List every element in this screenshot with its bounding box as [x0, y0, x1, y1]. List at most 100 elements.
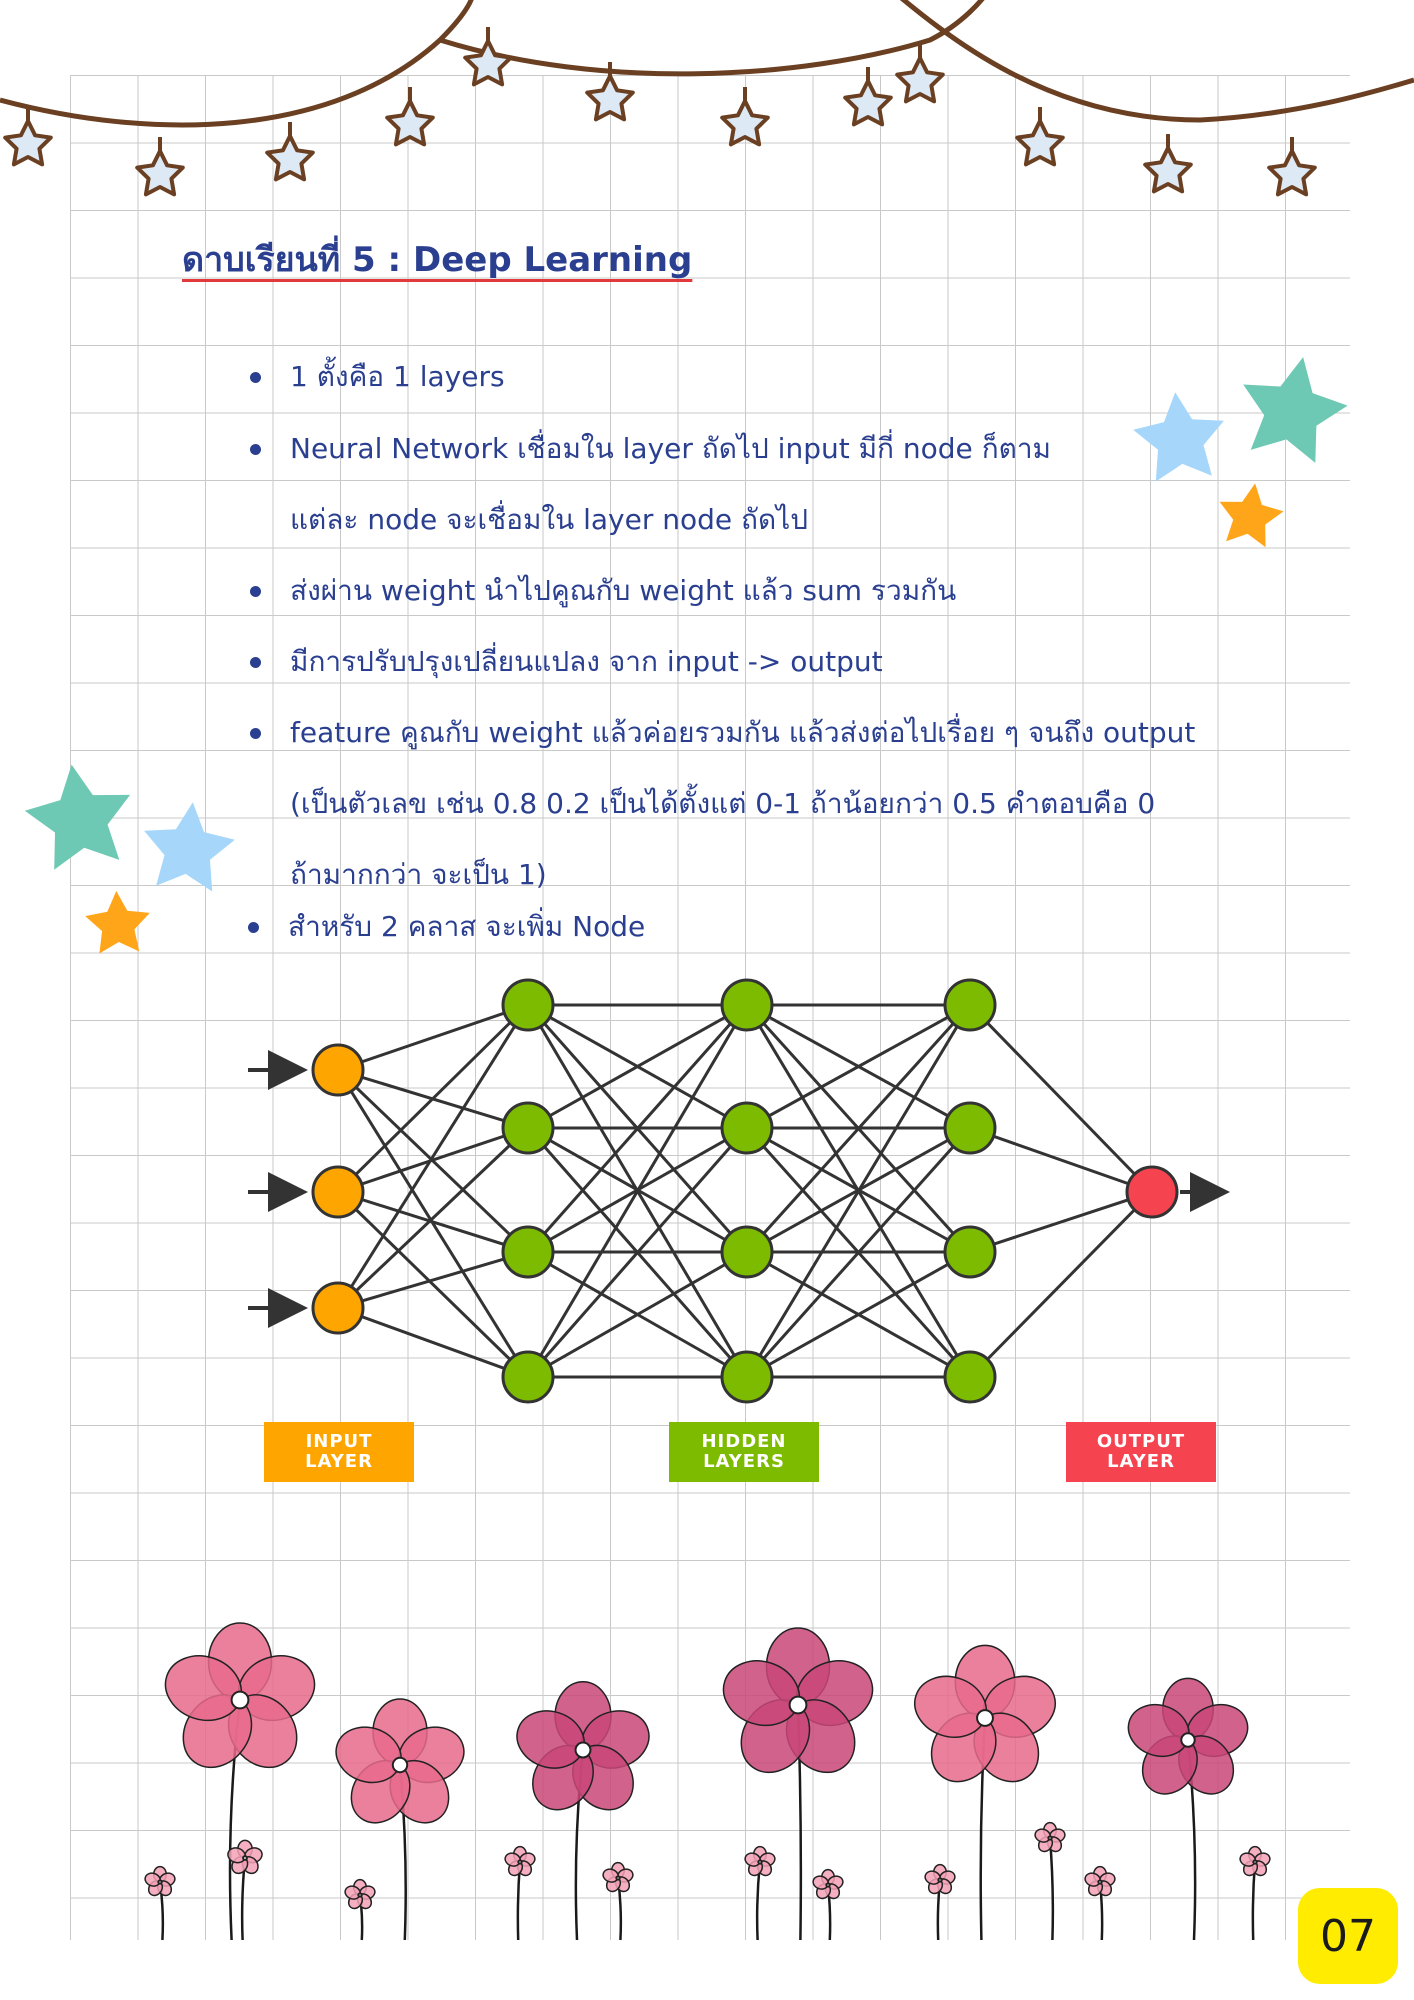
- hidden-node: [943, 978, 997, 1032]
- hidden-node: [720, 1350, 774, 1404]
- flower-center: [788, 1695, 808, 1715]
- output-node: [1125, 1165, 1179, 1219]
- input-layer-label: INPUT LAYER: [264, 1422, 414, 1482]
- flower-center: [1180, 1732, 1196, 1748]
- bullet-2-line-1: Neural Network เชื่อมใน layer ถัดไป inpu…: [290, 432, 1052, 465]
- network-edge: [337, 1306, 529, 1379]
- input-node: [311, 1165, 365, 1219]
- bullet-marker: [250, 728, 261, 739]
- hidden-node: [501, 978, 555, 1032]
- input-node: [311, 1043, 365, 1097]
- network-edge: [337, 1126, 529, 1194]
- network-edge: [336, 1004, 530, 1309]
- garland-star-icon: [3, 119, 53, 167]
- bullet-5-line-2: (เป็นตัวเลข เช่น 0.8 0.2 เป็นได้ตั้งแต่ …: [290, 787, 1156, 820]
- decorative-stars: [24, 357, 1348, 954]
- network-connections: [336, 1003, 1154, 1379]
- hidden-node: [943, 1225, 997, 1279]
- hidden-node: [943, 1101, 997, 1155]
- network-edge: [968, 1003, 1154, 1194]
- hidden-node: [501, 1350, 555, 1404]
- io-arrows: [248, 1050, 1230, 1328]
- garland-star-icon: [135, 149, 185, 197]
- star-icon: [85, 891, 150, 954]
- network-edge: [527, 1250, 748, 1379]
- garland-star-icon: [463, 39, 513, 87]
- flower-center: [615, 1875, 621, 1881]
- network-edge: [526, 1127, 749, 1378]
- network-edge: [336, 1126, 530, 1310]
- hidden-node: [501, 1225, 555, 1279]
- network-edge: [969, 1126, 1153, 1194]
- garland-star-icon: [1143, 146, 1193, 194]
- network-edge: [745, 1126, 972, 1379]
- flower-center: [242, 1855, 248, 1861]
- network-edge: [746, 1250, 971, 1379]
- network-edge: [745, 1004, 972, 1378]
- flower-center: [1097, 1879, 1103, 1885]
- garland-star-icon: [843, 79, 893, 127]
- flower-center: [937, 1877, 943, 1883]
- network-edge: [337, 1250, 529, 1310]
- hidden-node: [720, 1225, 774, 1279]
- network-nodes: [311, 978, 1179, 1404]
- hidden-layers-label: HIDDEN LAYERS: [669, 1422, 819, 1482]
- network-edge: [745, 1003, 972, 1254]
- hidden-label-line-2: LAYERS: [703, 1451, 785, 1472]
- flower-center: [574, 1741, 592, 1759]
- input-label-line-1: INPUT: [305, 1431, 373, 1452]
- network-edge: [969, 1190, 1153, 1254]
- garland-star-icon: [1267, 149, 1317, 197]
- lesson-title: ดาบเรียนที่ 5 : Deep Learning: [182, 240, 693, 280]
- flower-center: [391, 1756, 409, 1774]
- flower-center: [976, 1709, 994, 1727]
- star-icon: [1243, 357, 1348, 463]
- network-edge: [337, 1190, 529, 1254]
- network-edge: [336, 1003, 530, 1194]
- bullet-4-line-1: มีการปรับปรุงเปลี่ยนแปลง จาก input -> ou…: [290, 645, 883, 678]
- flower-stem: [1048, 1837, 1055, 1941]
- network-edge: [526, 1004, 749, 1378]
- flower-center: [230, 1690, 250, 1710]
- garland-star-icon: [720, 99, 770, 147]
- bullet-marker: [250, 444, 261, 455]
- input-node: [311, 1281, 365, 1335]
- flower-center: [517, 1859, 523, 1865]
- output-layer-label: OUTPUT LAYER: [1066, 1422, 1216, 1482]
- garland-star-icon: [385, 99, 435, 147]
- output-label-line-2: LAYER: [1107, 1451, 1175, 1472]
- hidden-node: [720, 978, 774, 1032]
- flower-center: [1047, 1835, 1053, 1841]
- bullet-marker: [248, 922, 259, 933]
- bullet-2-line-2: แต่ละ node จะเชื่อมใน layer node ถัดไป: [290, 503, 809, 536]
- page-number: 07: [1298, 1888, 1398, 1984]
- hidden-node: [720, 1101, 774, 1155]
- flower-center: [357, 1892, 363, 1898]
- bullet-3-line-1: ส่งผ่าน weight นำไปคูณกับ weight แล้ว su…: [290, 574, 957, 607]
- input-label-line-2: LAYER: [305, 1451, 373, 1472]
- star-icon: [1219, 483, 1284, 548]
- bullet-6-line-1: สำหรับ 2 คลาส จะเพิ่ม Node: [288, 910, 646, 943]
- flower-center: [825, 1882, 831, 1888]
- hidden-label-line-1: HIDDEN: [701, 1431, 787, 1452]
- hidden-node: [943, 1350, 997, 1404]
- bullet-5-line-3: ถ้ามากกว่า จะเป็น 1): [290, 858, 547, 891]
- flower-center: [757, 1859, 763, 1865]
- garland-star-icon: [895, 56, 945, 104]
- graph-paper-grid: [70, 75, 1350, 1940]
- bullet-1-line-1: 1 ตั้งคือ 1 layers: [290, 360, 505, 393]
- bullet-5-line-1: feature คูณกับ weight แล้วค่อยรวมกัน แล้…: [290, 716, 1196, 749]
- garland-star-icon: [1015, 119, 1065, 167]
- garland-star-icon: [265, 134, 315, 182]
- flower-center: [1252, 1859, 1258, 1865]
- network-edge: [527, 1003, 748, 1130]
- network-edge: [337, 1003, 529, 1072]
- network-edge: [968, 1190, 1154, 1379]
- star-icon: [144, 802, 235, 892]
- star-garland: [0, 0, 1414, 197]
- neural-network-diagram: [248, 978, 1230, 1404]
- bullet-marker: [250, 657, 261, 668]
- flower-center: [157, 1879, 163, 1885]
- hidden-node: [501, 1101, 555, 1155]
